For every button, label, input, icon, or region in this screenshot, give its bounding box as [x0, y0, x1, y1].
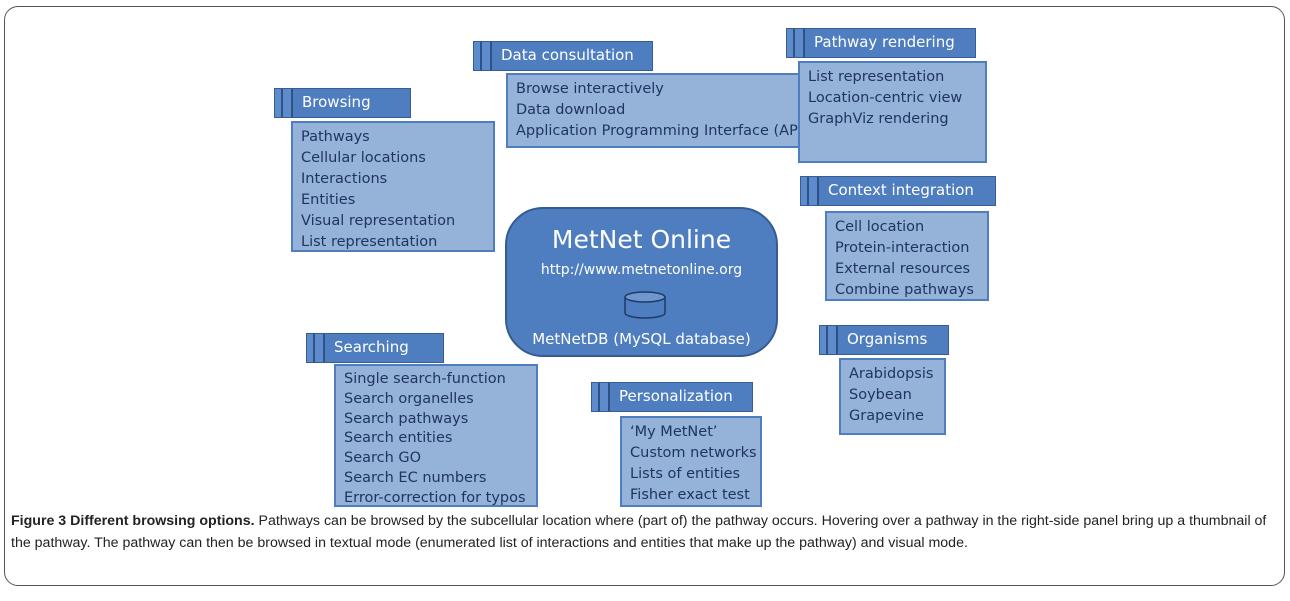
context-integration-item: Cell location: [835, 219, 925, 235]
browsing-item: Entities: [301, 192, 356, 208]
figure-frame: [4, 6, 1285, 586]
personalization-box: ‘My MetNet’ Custom networks Lists of ent…: [620, 416, 762, 507]
searching-item: Search entities: [344, 430, 453, 447]
tab-stripe: [275, 89, 293, 117]
context-integration-box: Cell location Protein-interaction Extern…: [825, 211, 989, 301]
pathway-rendering-item: Location-centric view: [808, 90, 963, 106]
database-cylinder-icon: [624, 291, 666, 319]
searching-item: Search organelles: [344, 390, 474, 407]
searching-tab: Searching: [306, 333, 444, 363]
context-integration-tab: Context integration: [800, 176, 996, 206]
searching-box: Single search-function Search organelles…: [334, 364, 538, 507]
organisms-item: Grapevine: [849, 408, 924, 424]
center-url: http://www.metnetonline.org: [540, 262, 743, 278]
personalization-title: Personalization: [619, 387, 733, 405]
browsing-item: Cellular locations: [301, 150, 426, 166]
searching-item: Search pathways: [344, 410, 469, 427]
organisms-box: Arabidopsis Soybean Grapevine: [839, 358, 946, 435]
center-title: MetNet Online: [551, 225, 732, 254]
browsing-title: Browsing: [302, 93, 371, 111]
context-integration-item: Protein-interaction: [835, 240, 970, 256]
personalization-item: Lists of entities: [630, 466, 741, 482]
browsing-item: List representation: [301, 234, 438, 250]
browsing-item: Pathways: [301, 129, 370, 145]
data-consultation-title: Data consultation: [501, 46, 634, 64]
data-consultation-tab: Data consultation: [473, 41, 653, 71]
context-integration-item: External resources: [835, 261, 971, 277]
organisms-tab: Organisms: [819, 325, 949, 355]
data-consultation-box: Browse interactively Data download Appli…: [506, 73, 816, 148]
searching-item: Single search-function: [344, 371, 506, 387]
pathway-rendering-title: Pathway rendering: [814, 33, 955, 51]
searching-item: Search EC numbers: [344, 469, 487, 486]
searching-title: Searching: [334, 338, 409, 356]
caption-text: Pathways can be browsed by the subcellul…: [11, 513, 1267, 551]
pathway-rendering-tab: Pathway rendering: [786, 28, 976, 58]
caption-title: Figure 3 Different browsing options.: [11, 513, 255, 529]
searching-item: Error-correction for typos: [344, 489, 526, 506]
browsing-box: Pathways Cellular locations Interactions…: [291, 121, 495, 252]
browsing-item: Interactions: [301, 171, 388, 187]
figure-caption: Figure 3 Different browsing options. Pat…: [11, 510, 1279, 554]
context-integration-item: Combine pathways: [835, 282, 974, 298]
organisms-item: Soybean: [849, 387, 912, 403]
personalization-tab: Personalization: [591, 382, 753, 412]
data-consultation-item: Application Programming Interface (API): [516, 123, 808, 139]
personalization-item: Fisher exact test: [630, 487, 750, 503]
searching-item: Search GO: [344, 450, 422, 467]
browsing-tab: Browsing: [274, 88, 411, 118]
tab-stripe: [787, 29, 805, 57]
center-database: MetNetDB (MySQL database): [532, 330, 751, 348]
browsing-item: Visual representation: [301, 213, 456, 229]
tab-stripe: [592, 383, 610, 411]
personalization-item: ‘My MetNet’: [630, 424, 718, 440]
organisms-item: Arabidopsis: [849, 366, 934, 382]
data-consultation-item: Data download: [516, 102, 626, 118]
context-integration-title: Context integration: [828, 181, 974, 199]
tab-stripe: [474, 42, 492, 70]
pathway-rendering-item: List representation: [808, 69, 945, 85]
organisms-title: Organisms: [847, 330, 928, 348]
tab-stripe: [307, 334, 325, 362]
metnet-online-node: MetNet Online http://www.metnetonline.or…: [505, 207, 778, 357]
data-consultation-item: Browse interactively: [516, 81, 664, 97]
tab-stripe: [820, 326, 838, 354]
tab-stripe: [801, 177, 819, 205]
pathway-rendering-item: GraphViz rendering: [808, 111, 949, 127]
pathway-rendering-box: List representation Location-centric vie…: [798, 61, 987, 163]
personalization-item: Custom networks: [630, 445, 757, 461]
